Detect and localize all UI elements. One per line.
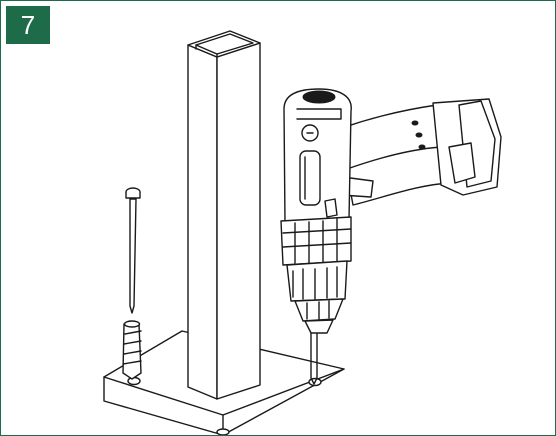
step-number-badge: 7 [6,6,50,44]
cordless-drill [280,88,502,385]
wall-plug [122,320,142,380]
anchor-nail [125,187,141,314]
square-post [187,30,261,400]
